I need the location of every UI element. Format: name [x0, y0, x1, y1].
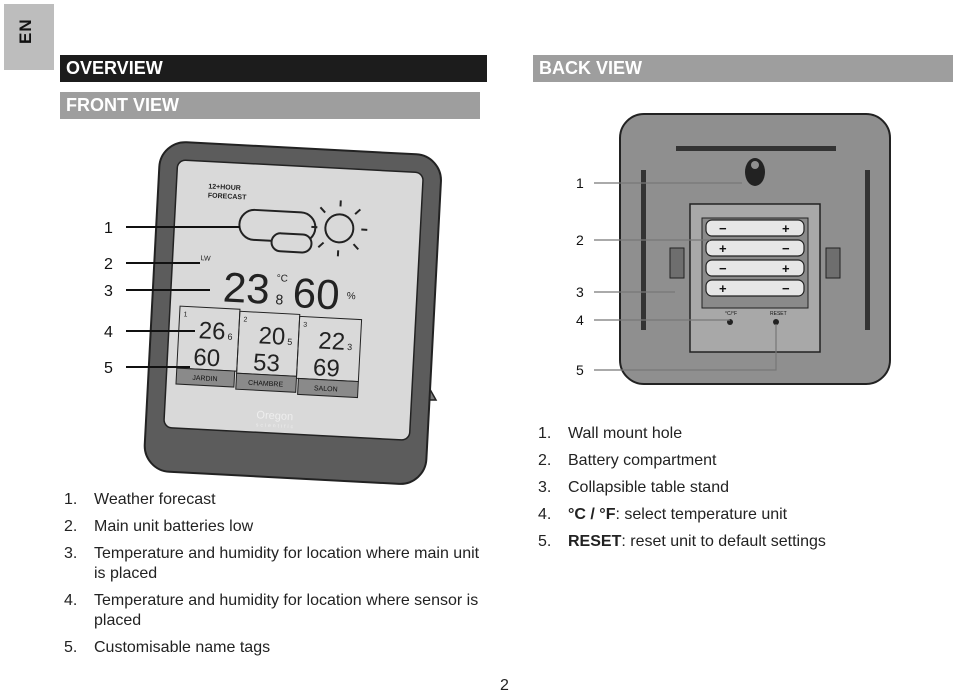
back-callout-5: 5: [576, 362, 584, 378]
list-item: 3.Collapsible table stand: [538, 479, 729, 496]
channel-3-decimal: 3: [347, 342, 353, 352]
back-view-illustration: − + + − − + + − °C/°F RESET 1 2 3 4 5: [576, 113, 891, 385]
channel-2-decimal: 5: [287, 337, 293, 347]
front-callout-5: 5: [104, 360, 113, 377]
list-item: 1.Wall mount hole: [538, 425, 683, 442]
forecast-label-1: 12+HOUR: [208, 183, 241, 192]
front-view-header: FRONT VIEW: [60, 92, 480, 119]
list-item: 5.Customisable name tags: [64, 639, 271, 656]
front-callout-4: 4: [104, 324, 113, 341]
page-number: 2: [500, 677, 509, 694]
channel-1-temperature: 26: [198, 317, 226, 345]
name-tag-1: JARDIN: [192, 375, 218, 383]
svg-text:−: −: [719, 261, 727, 276]
language-tab: EN: [4, 4, 54, 70]
list-item: 4.°C / °F: select temperature unit: [538, 506, 788, 523]
brand-logo: Oregon: [256, 409, 293, 423]
back-callout-2: 2: [576, 232, 584, 248]
name-tag-2: CHAMBRE: [248, 380, 284, 389]
main-temperature-decimal: 8: [275, 291, 284, 307]
main-temperature: 23: [222, 263, 271, 312]
front-callout-3: 3: [104, 283, 113, 300]
svg-text:+: +: [782, 261, 790, 276]
list-item: 1.Weather forecast: [64, 491, 216, 508]
reset-button-label: RESET: [770, 311, 787, 317]
svg-text:−: −: [782, 241, 790, 256]
svg-text:+: +: [719, 281, 727, 296]
overview-header: OVERVIEW: [60, 55, 487, 82]
list-item: 3.Temperature and humidity for location …: [64, 545, 480, 582]
svg-text:−: −: [782, 281, 790, 296]
channel-1-id: 1: [183, 311, 187, 318]
overview-title: OVERVIEW: [66, 58, 163, 78]
temp-unit-switch-label: °C/°F: [725, 311, 737, 317]
channel-3-humidity: 69: [312, 354, 340, 382]
main-temperature-unit: °C: [276, 273, 288, 285]
front-view-illustration: 12+HOUR FORECAST LW 23 8 °C 60 % 1 2 3 2…: [104, 141, 442, 485]
channel-2-humidity: 53: [252, 349, 280, 377]
back-view-title: BACK VIEW: [539, 58, 642, 78]
channel-1-decimal: 6: [227, 332, 233, 342]
back-view-list: 1.Wall mount hole 2.Battery compartment …: [538, 424, 948, 559]
front-callout-1: 1: [104, 220, 113, 237]
back-callout-3: 3: [576, 284, 584, 300]
list-item: 2.Battery compartment: [538, 452, 717, 469]
front-callout-2: 2: [104, 256, 113, 273]
list-item: 4.Temperature and humidity for location …: [64, 592, 479, 629]
wall-mount-hole: [745, 158, 765, 186]
front-view-title: FRONT VIEW: [66, 95, 179, 115]
channel-3-id: 3: [303, 322, 307, 329]
back-view-header: BACK VIEW: [533, 55, 953, 82]
battery-compartment: [705, 219, 805, 297]
channel-2-id: 2: [243, 316, 247, 323]
svg-text:+: +: [719, 241, 727, 256]
main-humidity-unit: %: [347, 291, 357, 302]
brand-sub: scientific: [256, 422, 295, 430]
svg-text:+: +: [782, 221, 790, 236]
low-battery-icon: LW: [200, 255, 211, 263]
sun-icon: [311, 200, 368, 257]
reset-button[interactable]: [773, 319, 779, 325]
channel-3-temperature: 22: [318, 327, 346, 355]
front-view-list: 1.Weather forecast 2.Main unit batteries…: [64, 490, 480, 665]
back-callout-1: 1: [576, 175, 584, 191]
list-item: 2.Main unit batteries low: [64, 518, 254, 535]
svg-text:−: −: [719, 221, 727, 236]
list-item: 5.RESET: reset unit to default settings: [538, 533, 826, 550]
back-callout-4: 4: [576, 312, 584, 328]
channel-2-temperature: 20: [258, 322, 286, 350]
name-tag-3: SALON: [314, 385, 338, 393]
main-humidity: 60: [292, 269, 341, 318]
channel-1-humidity: 60: [193, 344, 221, 372]
forecast-label-2: FORECAST: [208, 192, 248, 201]
